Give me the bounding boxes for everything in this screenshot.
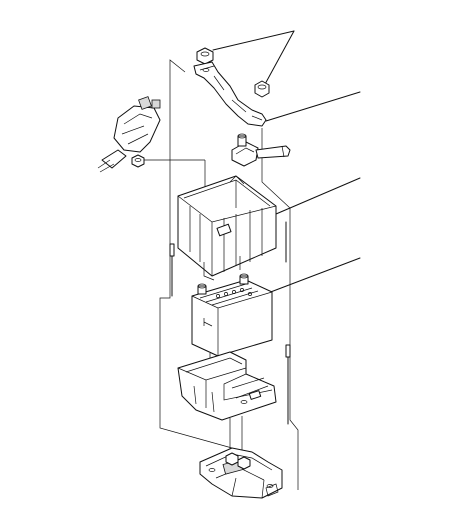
tray-bracket-icon	[199, 447, 283, 499]
battery-terminal-icon	[239, 273, 249, 285]
callout-bracket-leader	[265, 91, 361, 122]
bracket-nut-icon	[225, 452, 239, 466]
mounting-nut-icon	[254, 80, 270, 98]
battery-box-icon	[177, 175, 277, 281]
bracket-nut-icon	[237, 456, 251, 470]
callout-battery-leader	[267, 257, 361, 294]
battery-tray-icon	[177, 351, 277, 421]
callout-nuts-leader-a	[212, 30, 295, 51]
hold-down-rod-left-icon	[169, 243, 175, 297]
left-guide-line	[159, 59, 233, 449]
terminal-clamp-icon	[231, 133, 291, 167]
battery-terminal-icon	[197, 283, 207, 295]
battery-icon	[191, 273, 273, 357]
callout-nuts-leader-b	[263, 30, 295, 87]
connector-nut-icon	[131, 154, 145, 168]
alignment-lines	[138, 59, 299, 490]
hold-down-rod-right-icon	[285, 221, 291, 425]
hold-down-bracket-icon	[193, 61, 267, 127]
mounting-nut-icon	[196, 47, 214, 65]
fuse-box-connector-icon	[97, 96, 161, 173]
callout-box-leader	[275, 177, 361, 215]
right-guide-line	[261, 128, 299, 490]
